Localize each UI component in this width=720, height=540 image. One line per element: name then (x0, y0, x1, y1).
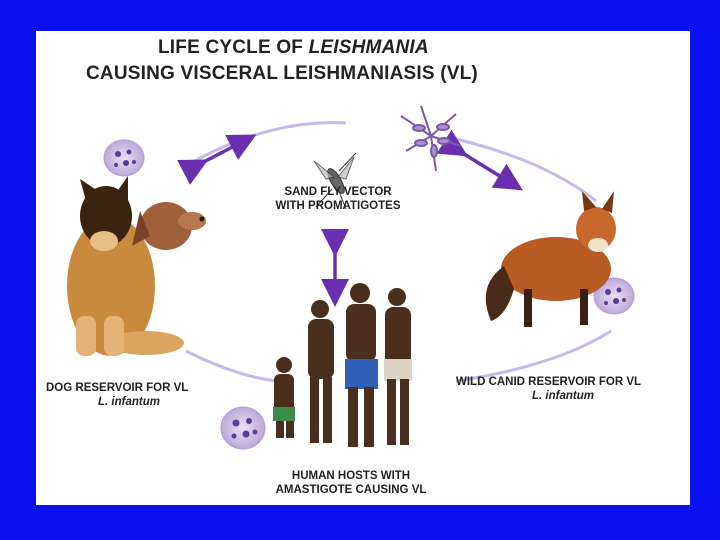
cycle-arc-top-right (455, 137, 597, 203)
human-caption-line2: AMASTIGOTE CAUSING VL (275, 484, 427, 496)
dog-caption-species: L. infantum (98, 396, 160, 408)
vector-caption: SAND FLY VECTOR WITH PROMATIGOTES (258, 185, 418, 213)
vector-caption-line1: SAND FLY VECTOR (284, 186, 392, 198)
sand-fly-icon (313, 152, 357, 210)
arrow-dog-vector (177, 134, 257, 185)
human-caption: HUMAN HOSTS WITH AMASTIGOTE CAUSING VL (251, 469, 451, 497)
wild-caption: WILD CANID RESERVOIR FOR VL L. infantum (456, 375, 686, 403)
wild-caption-label: WILD CANID RESERVOIR FOR VL (456, 376, 642, 388)
parasite-cell-human (220, 406, 266, 450)
title-prefix: LIFE CYCLE OF (158, 37, 309, 58)
title-line-1: LIFE CYCLE OF LEISHMANIA (36, 37, 690, 59)
parasite-cell-fox (593, 277, 635, 315)
fox-illustration (485, 191, 616, 327)
human-caption-line1: HUMAN HOSTS WITH (291, 470, 411, 482)
dog-illustration (67, 176, 184, 356)
life-cycle-diagram (67, 105, 635, 450)
dog-head-illustration (132, 202, 206, 250)
cycle-arc-bottom-left (185, 349, 277, 383)
dog-caption: DOG RESERVOIR FOR VL L. infantum (46, 381, 246, 409)
arrow-vector-fox (436, 129, 523, 191)
dog-caption-label: DOG RESERVOIR FOR VL (46, 382, 189, 394)
vector-caption-line2: WITH PROMATIGOTES (275, 200, 401, 212)
parasite-cell-dog (103, 139, 145, 177)
cycle-arc-bottom-right (455, 329, 612, 383)
wild-caption-species: L. infantum (532, 390, 594, 402)
promastigote-cluster (400, 105, 462, 172)
slide: LIFE CYCLE OF LEISHMANIA CAUSING VISCERA… (36, 31, 690, 505)
title-genus: LEISHMANIA (308, 37, 429, 58)
human-hosts-illustration (273, 283, 412, 447)
title-line-2: CAUSING VISCERAL LEISHMANIASIS (VL) (86, 63, 478, 84)
arrows (177, 129, 523, 307)
